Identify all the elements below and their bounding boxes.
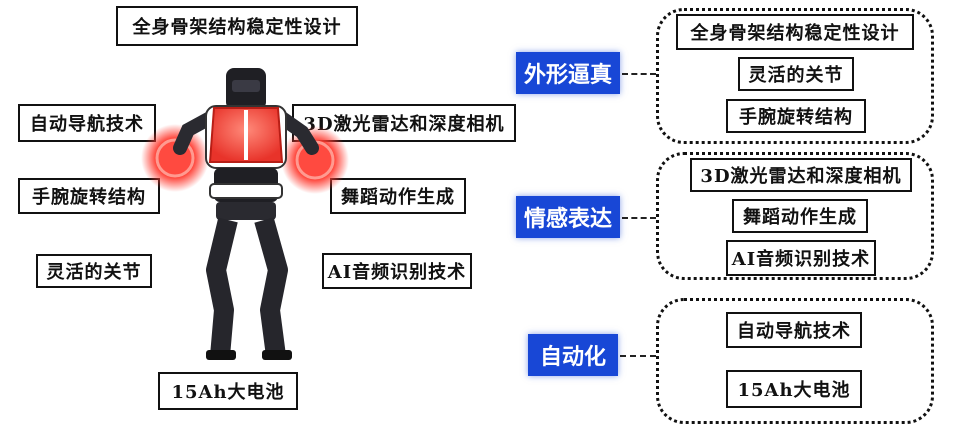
label-dance-generation: 舞蹈动作生成 xyxy=(330,178,466,214)
label-flexible-joint: 灵活的关节 xyxy=(36,254,152,288)
item-battery: 15Ah大电池 xyxy=(726,370,862,408)
category-appearance: 外形逼真 xyxy=(516,52,620,94)
connector-appearance xyxy=(622,73,656,75)
right-leg xyxy=(254,217,288,358)
item-dance-generation: 舞蹈动作生成 xyxy=(732,199,868,233)
category-automation: 自动化 xyxy=(528,334,618,376)
connector-automation xyxy=(620,355,656,357)
item-flexible-joint: 灵活的关节 xyxy=(738,57,854,91)
item-lidar-camera: 3D激光雷达和深度相机 xyxy=(690,158,912,192)
group-appearance xyxy=(656,8,934,144)
label-ai-audio: AI音频识别技术 xyxy=(322,253,472,289)
item-auto-navigation: 自动导航技术 xyxy=(726,312,862,348)
group-emotion xyxy=(656,152,934,280)
label-battery: 15Ah大电池 xyxy=(158,372,298,410)
item-wrist-rotation: 手腕旋转结构 xyxy=(726,99,866,133)
robot-illustration xyxy=(141,68,349,360)
label-skeleton-design: 全身骨架结构稳定性设计 xyxy=(116,6,358,46)
item-ai-audio: AI音频识别技术 xyxy=(726,240,876,276)
left-leg xyxy=(206,217,238,357)
right-arm xyxy=(275,111,319,155)
label-wrist-rotation: 手腕旋转结构 xyxy=(18,178,160,214)
item-skeleton-design: 全身骨架结构稳定性设计 xyxy=(676,14,914,50)
label-auto-navigation: 自动导航技术 xyxy=(18,104,156,142)
connector-emotion xyxy=(622,217,656,219)
category-emotion: 情感表达 xyxy=(516,196,620,238)
left-arm xyxy=(173,111,217,155)
group-automation xyxy=(656,298,934,424)
